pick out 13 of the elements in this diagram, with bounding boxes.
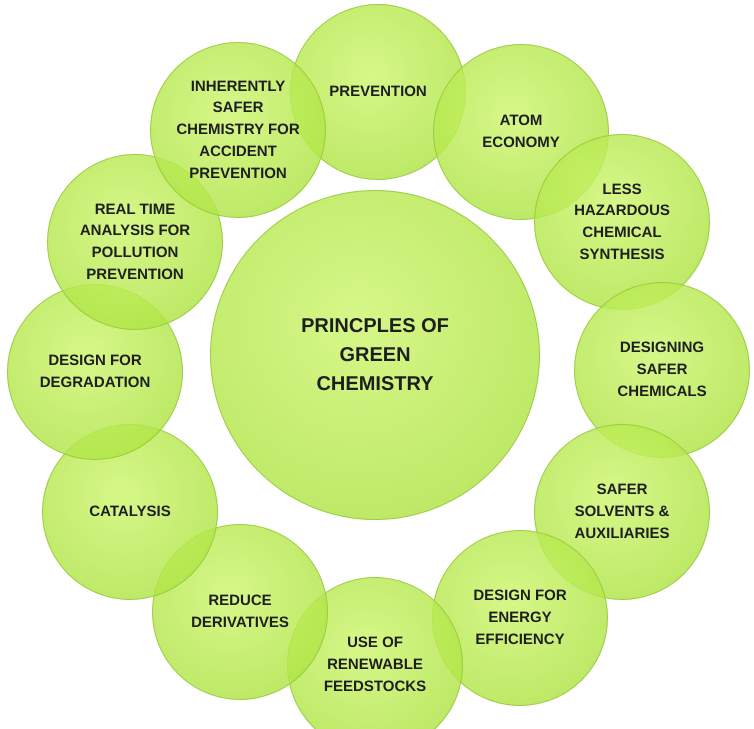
principle-label: REDUCE DERIVATIVES [190,591,290,633]
principle-label: CATALYSIS [89,502,171,522]
principle-label: SAFER SOLVENTS & AUXILIARIES [573,480,670,544]
principle-label: LESS HAZARDOUS CHEMICAL SYNTHESIS [573,180,671,265]
diagram-title-text: PRINCPLES OF GREEN CHEMISTRY [300,314,450,396]
principle-label: USE OF RENEWABLE FEEDSTOCKS [322,633,428,697]
principle-label: ATOM ECONOMY [481,111,561,153]
principle-label: INHERENTLY SAFER CHEMISTRY FOR ACCIDENT PREVENTION [175,76,301,184]
principle-label: DESIGN FOR ENERGY EFFICIENCY [472,586,568,650]
principle-label: DESIGNING SAFER CHEMICALS [616,338,708,402]
principle-label: PREVENTION [329,82,427,102]
principle-label: DESIGN FOR DEGRADATION [38,351,152,393]
principle-label: REAL TIME ANALYSIS FOR POLLUTION PREVENTION [78,200,192,285]
